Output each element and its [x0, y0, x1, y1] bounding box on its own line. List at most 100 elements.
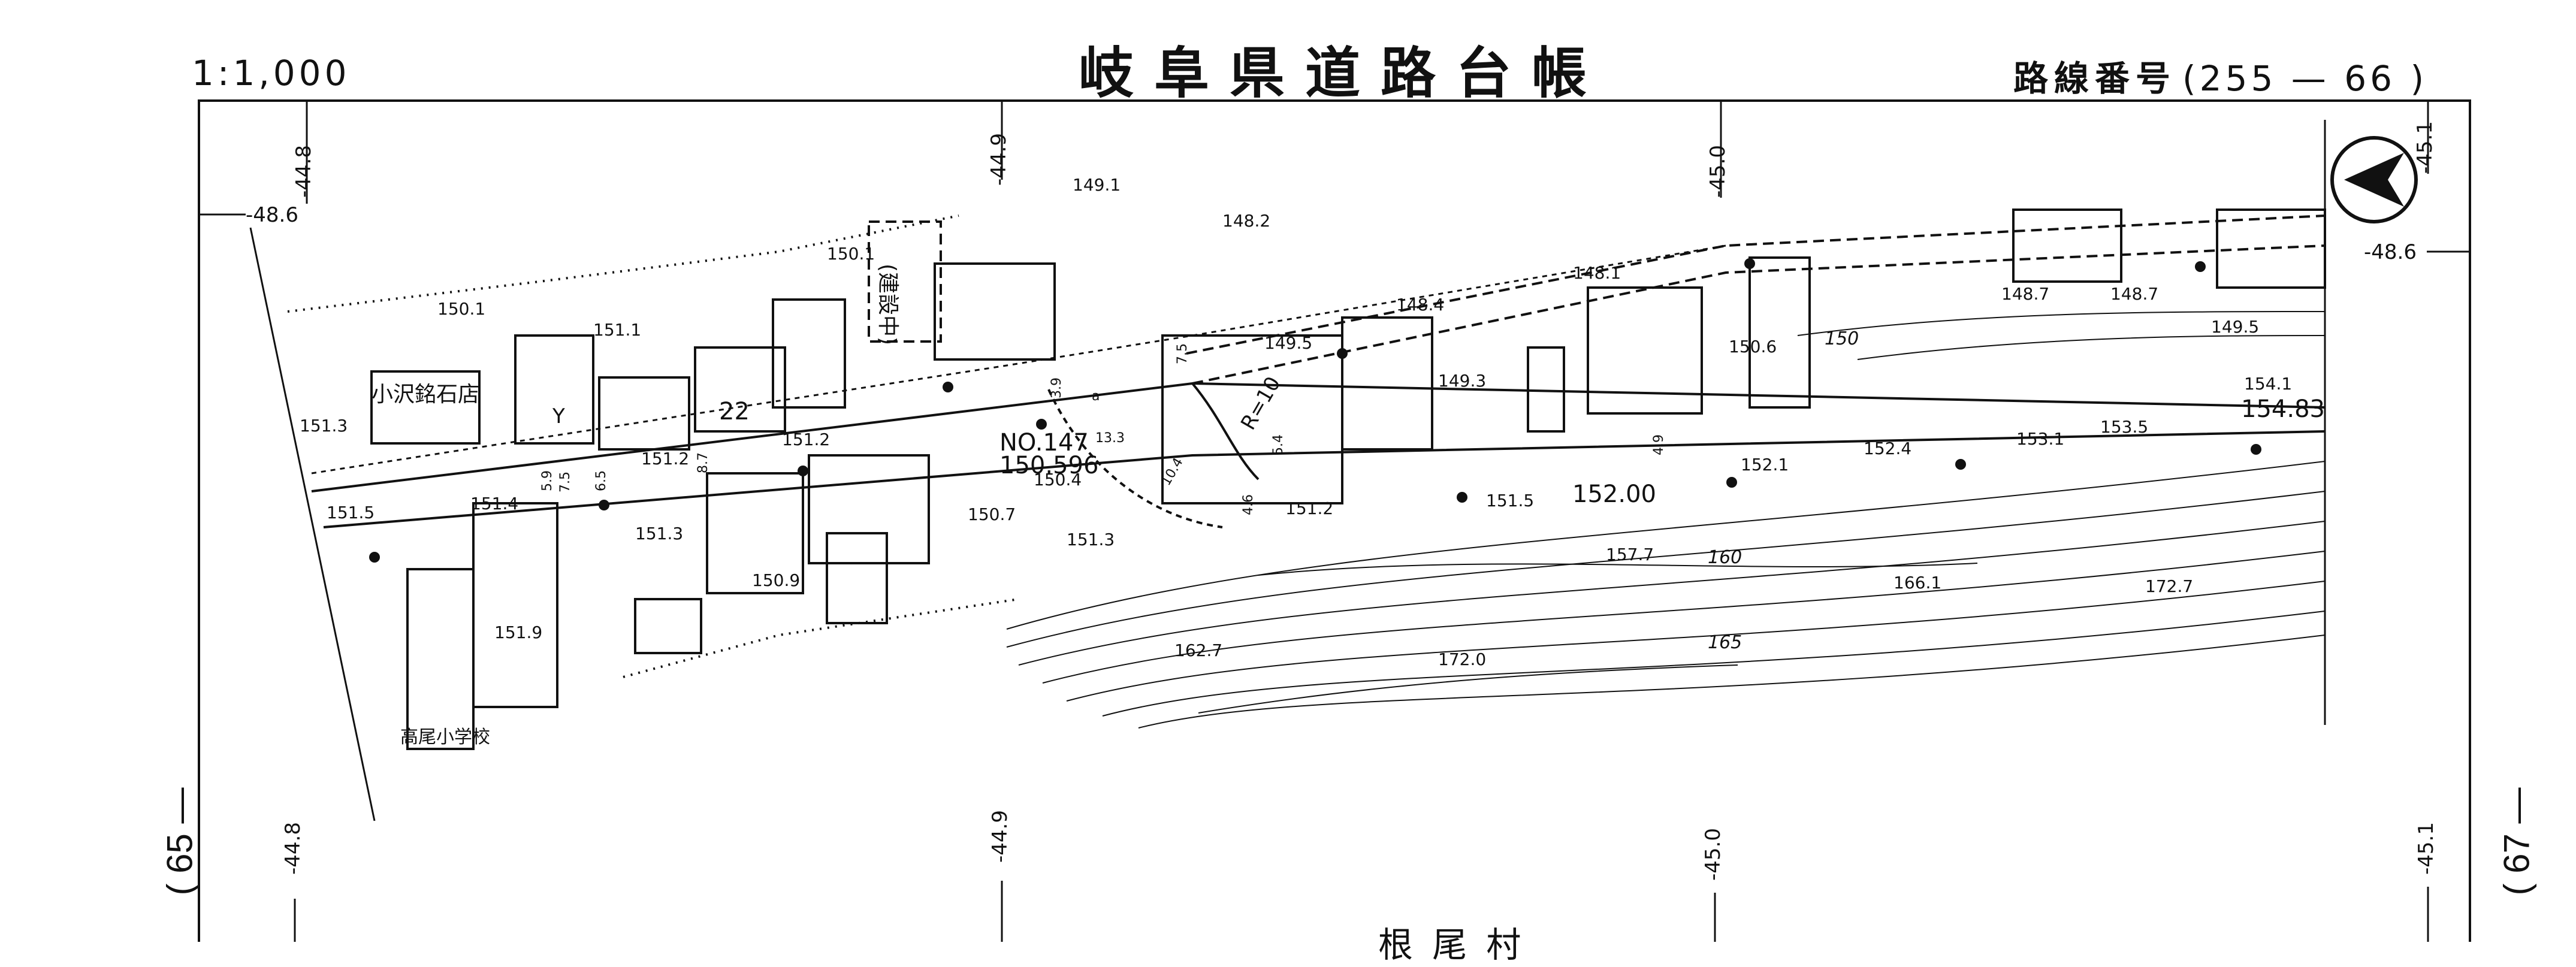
spot-elevation: 157.7: [1606, 545, 1654, 564]
grid-label-top-44-9: -44.9: [987, 133, 1011, 186]
route-label: 路線番号: [2013, 58, 2177, 99]
spot-elevation: 152.1: [1741, 455, 1789, 475]
building: [772, 298, 846, 409]
building: [706, 472, 804, 594]
grid-label-top-45-1: -45.1: [2413, 121, 2437, 174]
grid-label-bottom-45-1: -45.1: [2414, 822, 2438, 875]
parcel-boundary: [623, 598, 1019, 678]
grid-label-bottom-45-0: -45.0: [1701, 828, 1725, 881]
spot-elevation: 148.4: [1396, 295, 1444, 315]
upper-road-edge-2: [1186, 214, 2326, 355]
dimension-label: 7.5: [558, 472, 573, 492]
building-under-construction: [868, 220, 942, 343]
building: [2012, 208, 2122, 283]
contour-line: [1066, 581, 2326, 702]
contour-line: [1258, 563, 1978, 576]
survey-point: [1726, 477, 1737, 488]
survey-point: [1036, 419, 1047, 430]
route-number: 路線番号(255 — 66 ): [2013, 50, 2427, 101]
property-line: [311, 244, 1726, 475]
spot-elevation: 151.2: [1285, 498, 1333, 518]
spot-elevation: 153.1: [2016, 429, 2064, 449]
contour-label: 160: [1708, 547, 1742, 568]
dimension-label: 4.9: [1651, 434, 1666, 455]
contour-line: [1042, 551, 2326, 684]
school-label: 高尾小学校: [400, 727, 490, 748]
spot-elevation: 150.4: [1034, 470, 1082, 489]
contour-line: [1857, 335, 2326, 360]
parcel-boundary: [287, 214, 959, 313]
grid-label-bottom-44-9: -44.9: [988, 810, 1012, 863]
spot-elevation: 151.5: [327, 503, 375, 522]
access-path: [1047, 389, 1223, 528]
spot-elevation: 151.9: [494, 622, 542, 642]
survey-point: [1337, 348, 1348, 359]
building: [1527, 346, 1565, 433]
survey-point: [2251, 444, 2261, 455]
village-name: 根 尾 村: [1378, 926, 1526, 965]
survey-point: [2195, 261, 2206, 272]
survey-point: [1457, 492, 1467, 503]
survey-point: [599, 500, 609, 510]
spot-elevation: 153.5: [2100, 417, 2148, 437]
dimension-label: 3.9: [1049, 377, 1064, 398]
building: [406, 568, 475, 750]
survey-point: [943, 382, 953, 392]
spot-elevation: 149.3: [1438, 371, 1486, 391]
spot-elevation: 150.1: [827, 244, 875, 264]
map-frame: [198, 99, 2471, 942]
building: [826, 532, 888, 624]
boundary-line: [249, 227, 376, 821]
road-elevation-label: 152.00: [1572, 481, 1656, 508]
survey-point: [1955, 459, 1966, 470]
building: [1587, 286, 1703, 415]
dimension-label: 13.3: [1095, 431, 1125, 446]
spot-elevation: 149.5: [1264, 333, 1312, 353]
grid-label-left-48-6: -48.6: [246, 203, 298, 227]
shop-label: 小沢銘石店: [372, 382, 479, 407]
grid-label-top-44-8: -44.8: [292, 145, 316, 198]
ramp-curve: [1191, 382, 1260, 481]
spot-elevation: 151.4: [470, 494, 518, 513]
grid-label-top-45-0: -45.0: [1706, 145, 1730, 198]
building: [634, 598, 702, 654]
dimension-label: 6.5: [594, 470, 609, 491]
dimension-label: 8.7: [696, 452, 711, 473]
contour-line: [1797, 311, 2326, 336]
dimension-label: 7.5: [1175, 343, 1190, 364]
misc-label: 22: [719, 398, 750, 425]
spot-elevation: 151.3: [635, 524, 683, 543]
upper-road-edge: [1192, 244, 2326, 385]
grid-label-bottom-44-8: -44.8: [281, 822, 305, 875]
dimension-label: 4.6: [1241, 494, 1256, 515]
station-elevation: 150.596: [999, 452, 1098, 479]
building: [514, 334, 594, 445]
dimension-label: 5.9: [540, 470, 555, 491]
misc-label: Y: [552, 404, 565, 428]
route-value: (255 — 66 ): [2182, 58, 2428, 99]
dimension-label: a: [1092, 389, 1100, 404]
spot-elevation: 148.2: [1222, 211, 1270, 231]
dimension-label: 5.4: [1271, 434, 1286, 455]
spot-elevation: 172.7: [2145, 576, 2193, 596]
contour-label: 150: [1825, 328, 1859, 349]
spot-elevation: 151.1: [593, 320, 641, 340]
contour-line: [1102, 611, 2326, 717]
building: [2216, 208, 2326, 289]
misc-label: R=10: [1236, 373, 1285, 434]
spot-elevation: 154.1: [2244, 374, 2292, 394]
spot-elevation: 148.7: [2001, 284, 2049, 304]
road-elevation-label: 154.83: [2241, 395, 2325, 423]
map-title: 岐阜県道路台帳: [1079, 41, 1608, 105]
road-edge-south: [323, 430, 2326, 528]
survey-point: [369, 552, 380, 563]
spot-elevation: 172.0: [1438, 649, 1486, 669]
building: [598, 376, 690, 451]
spot-elevation: 149.5: [2211, 317, 2259, 337]
spot-elevation: 148.7: [2110, 284, 2158, 304]
spot-elevation: 151.2: [782, 430, 830, 449]
building: [1748, 256, 1811, 409]
contour-line: [1006, 461, 2326, 630]
